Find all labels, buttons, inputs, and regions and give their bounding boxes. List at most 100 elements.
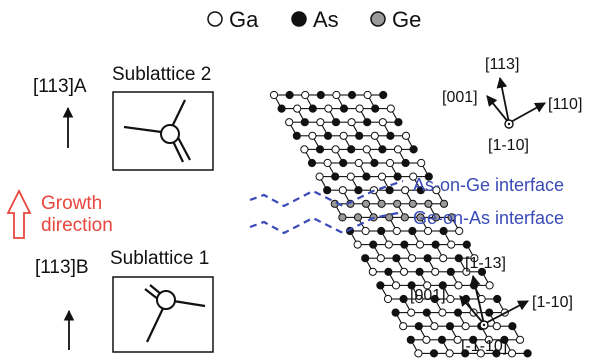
as-atom (386, 131, 395, 140)
axes-bottom: [1-13] [001] [1-10] [-1-10] (410, 255, 573, 355)
as-atom (439, 226, 448, 236)
ge-atom (416, 213, 425, 222)
ga-atom (462, 267, 471, 276)
as-atom (523, 349, 532, 358)
as-atom (379, 90, 388, 100)
as-atom (392, 254, 401, 263)
ga-atom (316, 118, 325, 127)
ga-atom (301, 90, 310, 100)
direction-113a: [113]A (33, 76, 87, 148)
ga-atom (354, 158, 363, 168)
legend-ga-marker (207, 11, 223, 27)
as-atom (445, 322, 455, 331)
as-atom (384, 267, 393, 276)
axes-top-up-label: [113] (485, 56, 519, 73)
ga-atom (331, 145, 340, 154)
axes-bottom-right-arrow (483, 300, 529, 325)
ga-atom (415, 240, 425, 249)
as-atom (316, 90, 325, 100)
as-atom (415, 267, 424, 276)
interface-line-bottom (249, 210, 404, 235)
as-atom (401, 158, 410, 168)
interface-label-top: As-on-Ge interface (413, 175, 564, 195)
axes-bottom-left-label: [001] (410, 287, 446, 304)
direction-113a-label: [113]A (33, 76, 87, 97)
as-atom (369, 240, 378, 249)
ga-atom (439, 254, 448, 263)
ga-atom (432, 186, 441, 195)
ge-atom (393, 199, 402, 208)
ge-atom (377, 199, 386, 208)
as-atom (438, 281, 447, 290)
ga-atom (392, 226, 401, 236)
ga-atom (407, 308, 416, 317)
as-atom (371, 104, 380, 113)
ga-atom (385, 158, 395, 168)
ga-atom (368, 267, 377, 276)
axes-top-left-label: [001] (442, 89, 478, 106)
direction-113b: [113]B (35, 257, 89, 350)
ga-atom (423, 226, 433, 236)
as-atom (323, 186, 332, 195)
interface-label-bottom: Ge-on-As interface (413, 208, 564, 228)
ga-atom (453, 335, 462, 344)
as-atom (469, 335, 478, 344)
as-atom (370, 158, 379, 168)
sublattice-2-label: Sublattice 2 (112, 64, 211, 85)
ga-atom (338, 186, 347, 195)
ge-atom (408, 199, 417, 208)
ga-atom (347, 118, 356, 127)
axes-top-left-arrow (486, 95, 510, 124)
as-atom (493, 294, 502, 304)
axes-top-right-arrow (508, 102, 546, 124)
ga-atom (445, 349, 454, 358)
interface-line-top (249, 179, 404, 208)
as-atom (500, 335, 509, 344)
sublattice-1-label: Sublattice 1 (110, 248, 209, 269)
legend-ge-label: Ge (392, 7, 421, 32)
ga-atom (370, 131, 379, 140)
growth-label-line2: direction (41, 215, 113, 236)
ga-atom (285, 118, 294, 127)
ge-atom (447, 213, 456, 222)
axes-top-right-label: [110] (548, 96, 582, 113)
as-atom (385, 186, 394, 195)
ga-atom (324, 104, 333, 113)
ga-atom (346, 172, 355, 181)
interface-lines (249, 179, 404, 235)
as-atom (347, 90, 357, 100)
as-atom (508, 322, 517, 331)
ga-atom (415, 294, 424, 304)
ge-atom (439, 199, 449, 208)
sublattice-1-atom (156, 290, 176, 310)
ga-atom (430, 322, 439, 331)
lattice-atoms (269, 90, 532, 358)
ga-atom (455, 226, 464, 236)
crystal-lattice (269, 90, 532, 358)
axes-bottom-out-label: [-1-10] (461, 338, 507, 355)
ga-atom (378, 118, 387, 127)
axes-bottom-right-label: [1-10] (532, 294, 573, 311)
as-atom (378, 145, 387, 154)
ga-atom (315, 172, 324, 181)
as-atom (331, 172, 340, 181)
ga-atom (485, 281, 494, 290)
ga-atom (308, 131, 317, 140)
ga-atom (507, 349, 517, 358)
ga-atom (423, 281, 432, 290)
axes-top-out-label: [1-10] (488, 137, 529, 154)
as-atom (407, 281, 416, 290)
axes-top-up-arrow (496, 76, 510, 124)
ge-atom (361, 199, 371, 208)
as-atom (461, 349, 470, 358)
ga-atom (484, 335, 493, 344)
ga-atom (447, 240, 456, 249)
as-atom (292, 131, 301, 140)
as-atom (477, 267, 487, 276)
as-atom (429, 349, 439, 358)
ga-atom (409, 172, 418, 181)
ge-atom (424, 199, 433, 208)
as-atom (315, 145, 325, 154)
as-atom (308, 104, 317, 113)
as-atom (391, 308, 400, 317)
